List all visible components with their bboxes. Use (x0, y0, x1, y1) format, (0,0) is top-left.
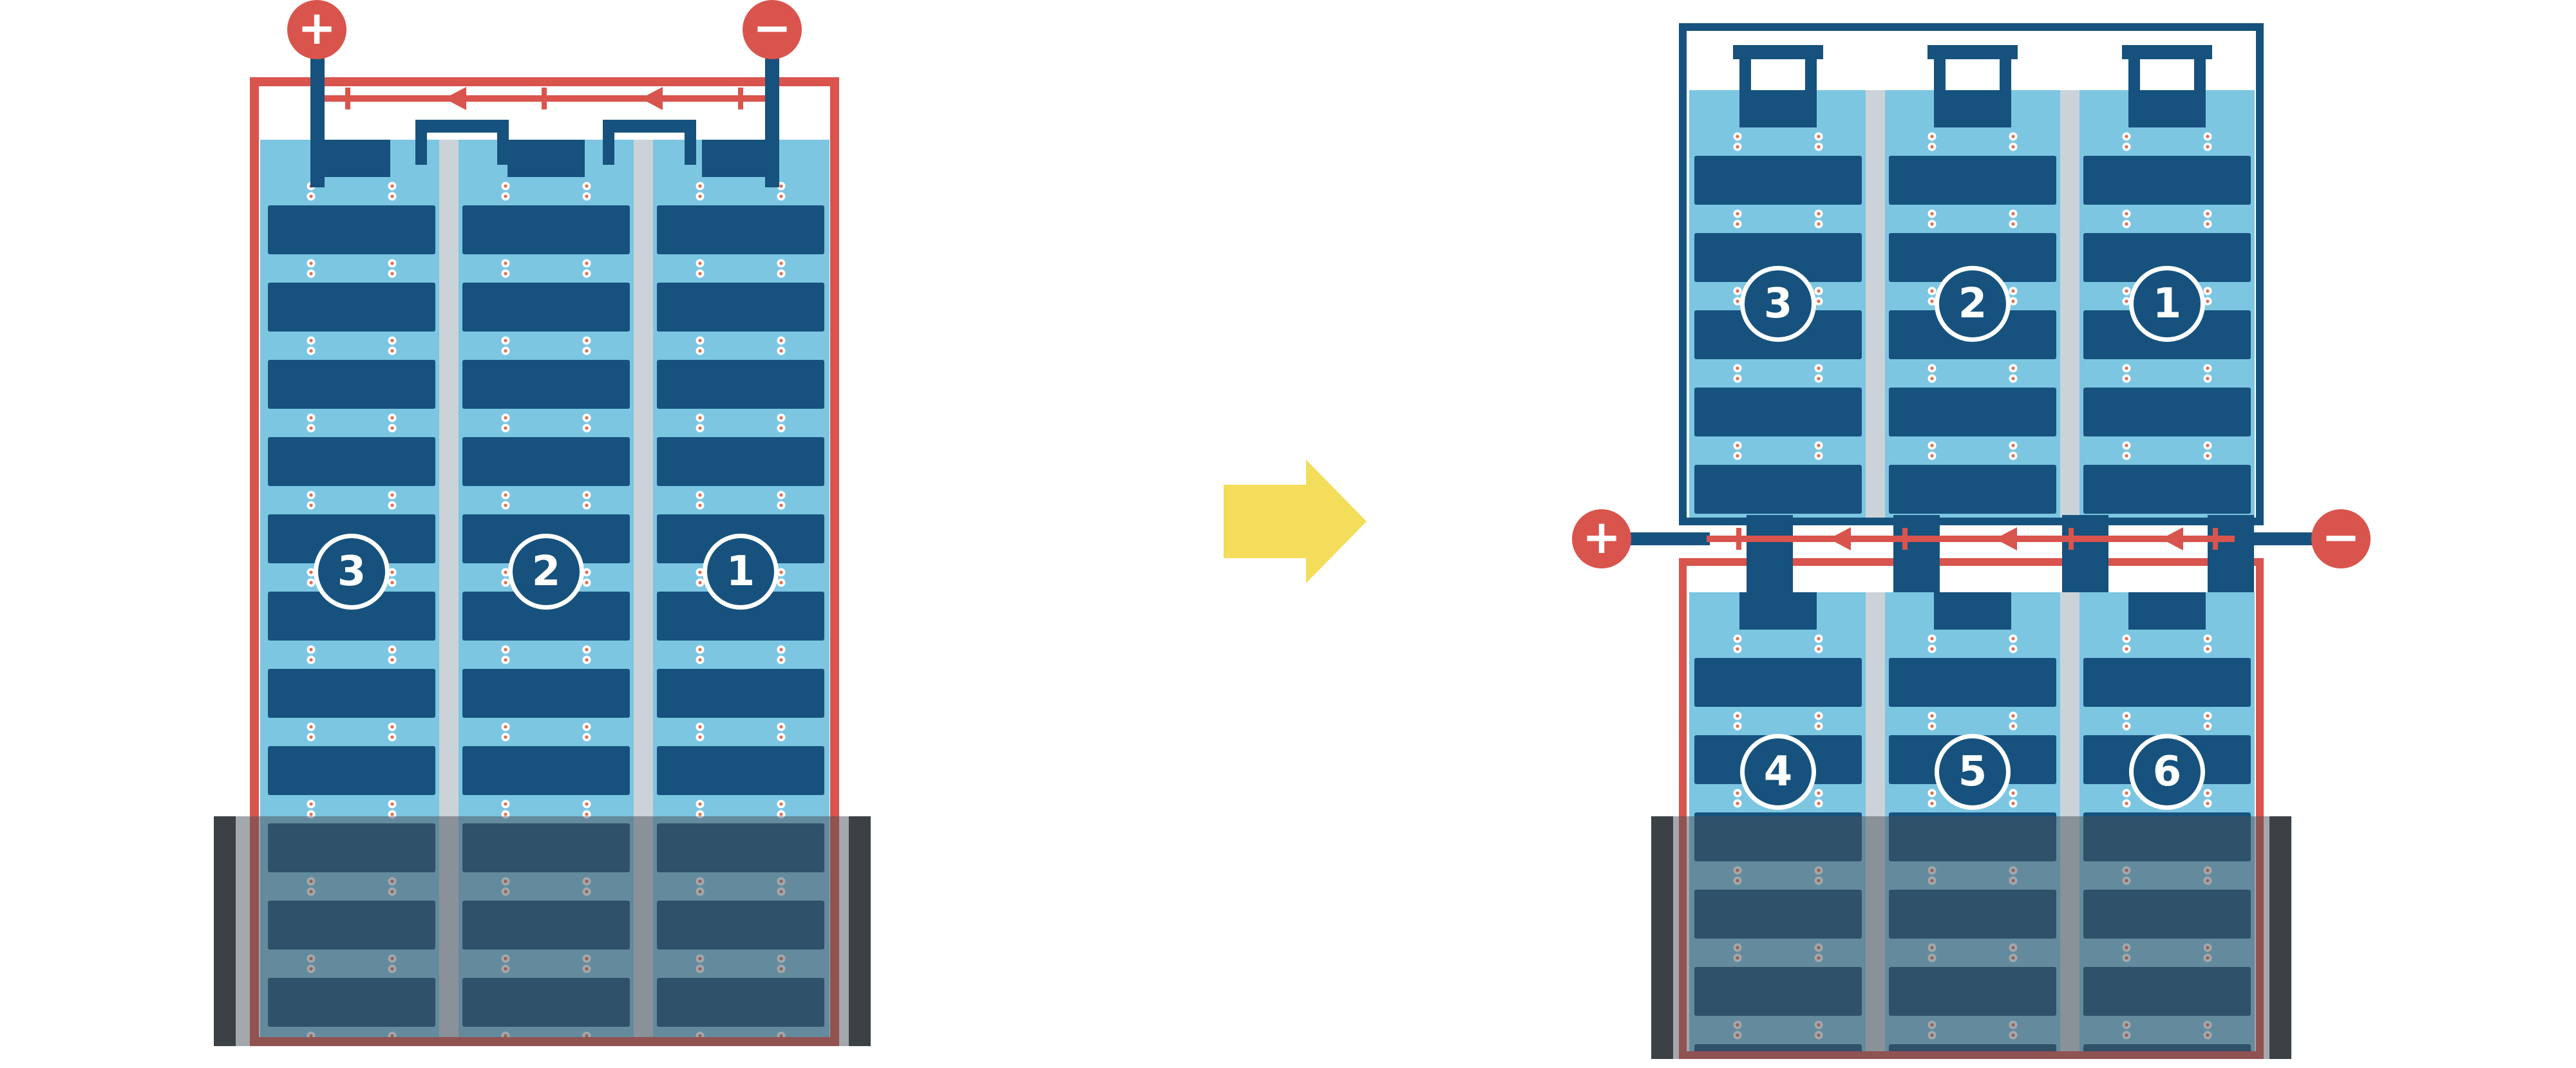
left-string-badge-2: 2 (508, 534, 584, 610)
minus-icon: − (2321, 510, 2361, 564)
right-top-string-badge-1: 1 (2129, 266, 2205, 342)
right-middle-junction (1626, 515, 2315, 592)
shade-band-cap (214, 816, 236, 1046)
right-bottom-string-badge-6: 6 (2129, 734, 2205, 810)
half-link-tab (2208, 515, 2254, 592)
right-positive-terminal: + (1572, 509, 1631, 568)
left-top-interconnects (415, 120, 696, 165)
right-top-separator (2060, 90, 2079, 520)
left-shade-band (214, 816, 871, 1046)
current-arrow-icon (1995, 527, 2017, 550)
shade-band-cap (1651, 816, 1673, 1059)
current-arrow-icon (641, 87, 663, 110)
shade-band-cap (2269, 816, 2291, 1059)
left-negative-terminal: − (743, 0, 802, 59)
current-arrow-icon (444, 87, 466, 110)
right-positive-stem (1626, 532, 1710, 545)
left-positive-stem (310, 49, 325, 187)
transform-arrow-icon (1224, 460, 1367, 583)
left-negative-stem (765, 49, 779, 187)
half-link-tab (2062, 515, 2108, 592)
right-shade-band (1651, 816, 2291, 1059)
current-arrow-icon (2161, 527, 2183, 550)
current-arrow-icon (1829, 527, 1851, 550)
half-link-tab (1893, 515, 1940, 592)
left-current-path (319, 87, 772, 110)
left-string-badge-3: 3 (314, 534, 390, 610)
right-top-interconnects (1733, 45, 2212, 97)
plus-icon: + (1582, 510, 1622, 564)
right-top-frame (1679, 23, 2264, 525)
right-top-separator (1866, 90, 1885, 520)
right-negative-terminal: − (2311, 509, 2371, 568)
left-string-badge-1: 1 (703, 534, 779, 610)
right-top-string-badge-2: 2 (1935, 266, 2011, 342)
right-current-path (1707, 527, 2235, 550)
right-bottom-string-badge-5: 5 (1935, 734, 2011, 810)
right-top-string-badge-3: 3 (1740, 266, 1816, 342)
half-link-tab (1747, 515, 1793, 592)
minus-icon: − (752, 1, 792, 55)
right-bottom-string-badge-4: 4 (1740, 734, 1816, 810)
plus-icon: + (297, 1, 337, 55)
left-positive-terminal: + (287, 0, 346, 59)
shade-band-cap (849, 816, 871, 1046)
right-negative-stem (2231, 532, 2315, 545)
